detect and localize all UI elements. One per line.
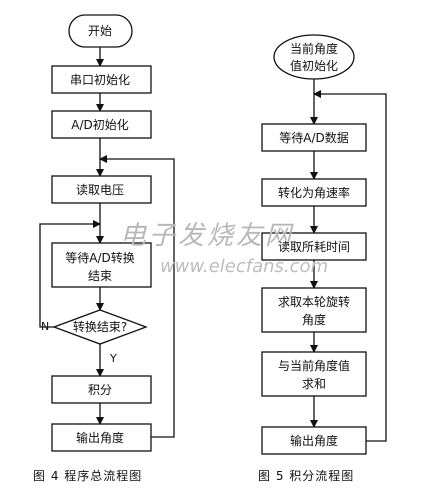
left-no-label: N — [41, 320, 49, 333]
left-read-voltage-label: 读取电压 — [76, 183, 124, 197]
right-start-label-2: 值初始化 — [290, 58, 338, 73]
right-read-time-label: 读取所耗时间 — [278, 240, 350, 254]
right-output-label: 输出角度 — [290, 433, 338, 448]
right-rotation-box — [261, 287, 367, 333]
left-integrate-label: 积分 — [88, 383, 112, 397]
left-output-box — [51, 423, 152, 452]
right-rotation-label-1: 求取本轮旋转 — [278, 294, 350, 309]
left-wait-ad-label-2: 结束 — [88, 269, 112, 283]
left-serial-init-box — [51, 65, 152, 94]
right-rotation-label-2: 角度 — [302, 312, 326, 327]
left-decision-label: 转换结束? — [73, 319, 127, 334]
left-integrate-box — [51, 375, 152, 404]
left-yes-label: Y — [109, 352, 117, 365]
right-convert-label: 转化为角速率 — [278, 185, 350, 200]
right-read-time-box — [261, 232, 367, 261]
left-wait-ad-label-1: 等待A/D转换 — [65, 250, 135, 265]
left-flowchart — [39, 14, 175, 452]
right-flowchart — [261, 34, 387, 455]
right-sum-box — [261, 351, 367, 397]
left-ad-init-box — [51, 110, 152, 139]
right-start-label-1: 当前角度 — [290, 41, 338, 56]
right-sum-label-1: 与当前角度值 — [278, 358, 350, 373]
right-caption: 图 5 积分流程图 — [258, 468, 354, 483]
watermark-cn: 电子发烧友网 — [120, 221, 294, 251]
left-output-label: 输出角度 — [76, 430, 124, 445]
left-serial-init-label: 串口初始化 — [70, 73, 130, 87]
left-caption: 图 4 程序总流程图 — [33, 468, 142, 483]
left-no-loop — [39, 223, 100, 328]
left-ad-init-label: A/D初始化 — [71, 118, 129, 132]
left-wait-ad-box — [51, 242, 152, 288]
watermark-url: www.elecfans.com — [160, 256, 328, 277]
right-main-loop — [314, 93, 387, 442]
left-read-voltage-box — [51, 175, 152, 204]
left-start-label: 开始 — [88, 24, 112, 38]
right-sum-label-2: 求和 — [302, 377, 326, 391]
left-main-loop — [100, 158, 175, 438]
right-wait-ad-label: 等待A/D数据 — [279, 130, 349, 145]
right-wait-ad-box — [261, 123, 367, 152]
